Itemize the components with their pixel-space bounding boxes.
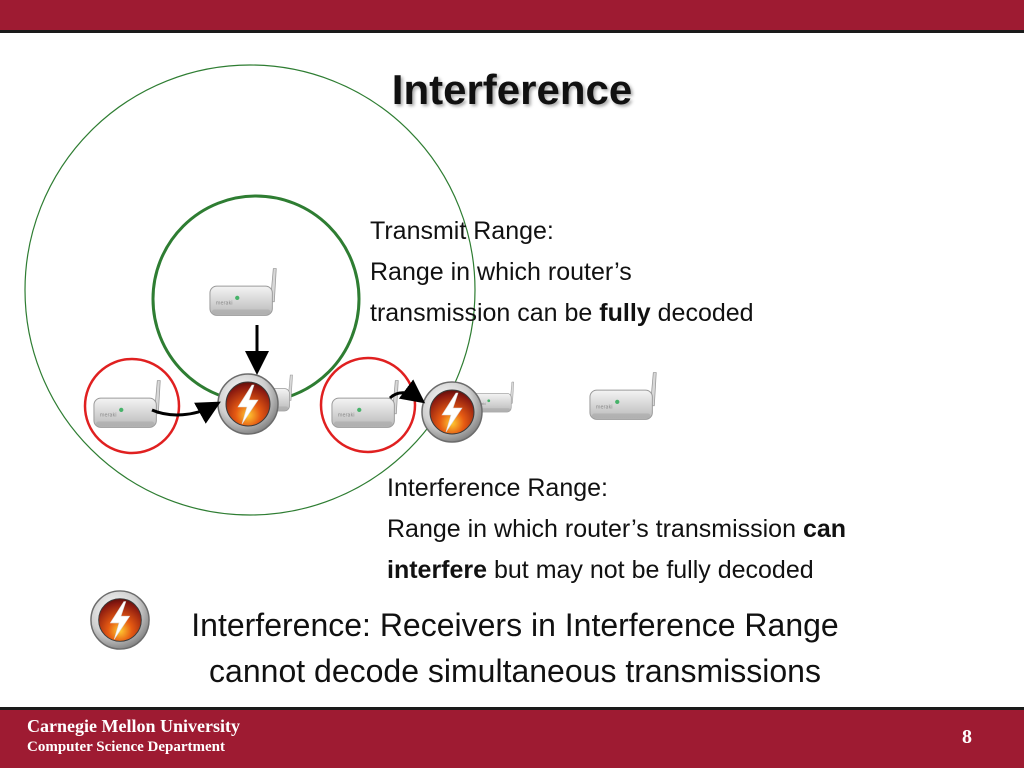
summary-line2: cannot decode simultaneous transmissions	[209, 653, 821, 689]
wireless-router-icon	[589, 372, 657, 420]
footer-university: Carnegie Mellon University	[27, 716, 240, 736]
interference-range-circle	[24, 64, 476, 516]
arrow-icon	[388, 379, 426, 404]
interference-range-line3-post: but may not be fully decoded	[487, 556, 814, 584]
footer-department: Computer Science Department	[27, 739, 226, 755]
transmit-range-description: Transmit Range: Range in which router’s …	[370, 211, 890, 334]
arrow-icon	[151, 401, 221, 424]
summary-line1: Interference: Receivers in Interference …	[191, 607, 839, 643]
transmit-range-emphasis: fully	[599, 299, 651, 327]
header-divider	[0, 30, 1024, 33]
wireless-router-icon	[331, 380, 399, 428]
interference-range-heading: Interference Range:	[387, 474, 608, 502]
interference-lightning-icon	[421, 381, 483, 443]
interference-range-description: Interference Range: Range in which route…	[387, 468, 987, 591]
interference-range-emphasis-interfere: interfere	[387, 556, 488, 584]
transmit-range-heading: Transmit Range:	[370, 217, 554, 245]
slide-title: Interference	[391, 66, 633, 113]
interference-lightning-icon	[90, 590, 150, 650]
page-number: 8	[962, 726, 972, 748]
header-bar	[0, 0, 1024, 30]
wireless-router-icon	[93, 380, 161, 428]
footer-divider	[0, 707, 1024, 711]
receiver-circle-left	[83, 357, 181, 455]
interference-lightning-icon	[217, 373, 279, 435]
wireless-router-icon	[209, 268, 277, 316]
interference-range-line2: Range in which router’s transmission can	[387, 509, 987, 550]
footer-bar	[0, 710, 1024, 768]
transmit-range-line3-post: decoded	[650, 299, 754, 327]
interference-range-line3: interfere but may not be fully decoded	[387, 550, 987, 591]
transmit-range-line2: Range in which router’s	[370, 258, 632, 286]
summary-statement: Interference: Receivers in Interference …	[150, 602, 880, 694]
interference-range-line2-pre: Range in which router’s transmission	[387, 515, 803, 543]
interference-range-emphasis-can: can	[802, 515, 847, 543]
transmit-range-line3-pre: transmission can be	[370, 299, 600, 327]
receiver-circle-right	[319, 356, 417, 454]
transmit-range-line3: transmission can be fully decoded	[370, 293, 890, 334]
